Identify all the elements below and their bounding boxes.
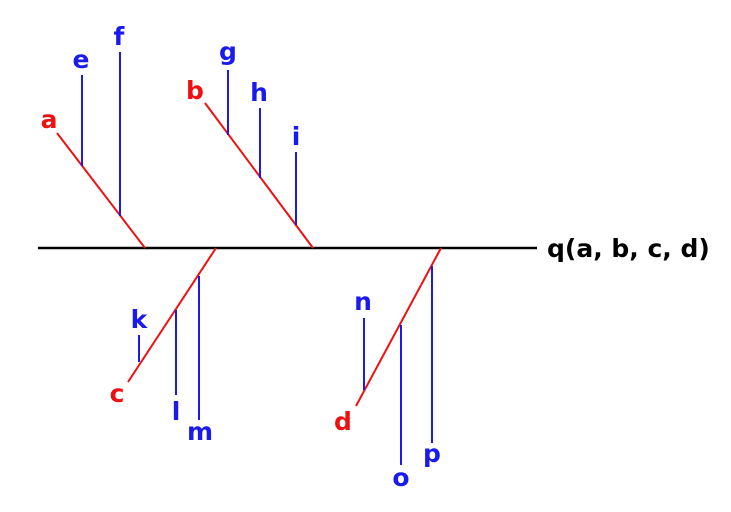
subcause-i-label: i bbox=[292, 122, 301, 151]
effect-label: q(a, b, c, d) bbox=[547, 234, 710, 263]
subcause-k-label: k bbox=[131, 305, 149, 334]
subcause-f-label: f bbox=[114, 22, 126, 51]
cause-d-label: d bbox=[334, 407, 352, 436]
cause-c-line bbox=[127, 247, 217, 383]
subcause-o-label: o bbox=[392, 463, 409, 492]
subcause-g-label: g bbox=[219, 37, 237, 66]
subcause-e-label: e bbox=[73, 45, 90, 74]
cause-c-label: c bbox=[110, 379, 125, 408]
cause-d-line bbox=[355, 247, 442, 407]
cause-b-label: b bbox=[186, 76, 204, 105]
cause-a-line bbox=[56, 132, 146, 249]
subcause-m-label: m bbox=[187, 417, 213, 446]
subcause-p-label: p bbox=[423, 439, 441, 468]
subcause-l-label: l bbox=[172, 397, 181, 426]
subcause-h-label: h bbox=[250, 78, 268, 107]
cause-a-label: a bbox=[41, 105, 58, 134]
subcause-n-label: n bbox=[354, 287, 372, 316]
